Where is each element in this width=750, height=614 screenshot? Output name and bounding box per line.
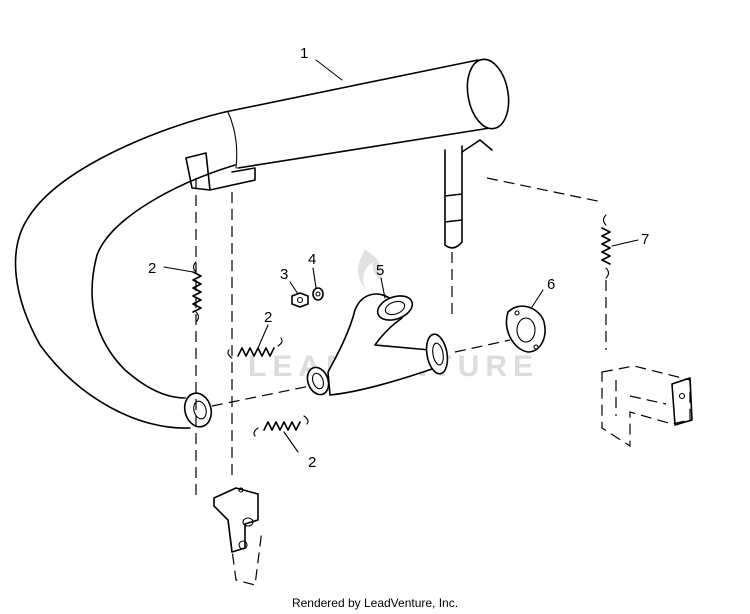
- alignment-lines: [195, 177, 607, 495]
- pipe-end-flange: [183, 392, 213, 428]
- spring-right: [601, 214, 611, 279]
- callout-4: 4: [308, 251, 316, 268]
- callout-2-left: 2: [148, 260, 156, 277]
- y-pipe-outlet: [306, 366, 330, 396]
- rear-mount-tube: [444, 145, 463, 249]
- spring-bottom: [253, 415, 309, 437]
- spring-middle: [227, 337, 283, 359]
- pipe-end-bore: [193, 400, 207, 420]
- leader-lines: [163, 59, 639, 453]
- frame-bracket-right: [601, 365, 693, 448]
- frame-bracket-left: [213, 487, 263, 586]
- flame-logo-icon: [358, 250, 382, 288]
- head-pipe-inner: [91, 164, 236, 399]
- muffler-end-cap: [466, 58, 510, 130]
- muffler-assembly: [14, 58, 510, 429]
- y-pipe-upper-flange: [376, 295, 414, 321]
- y-pipe: [306, 293, 449, 396]
- footer-credit: Rendered by LeadVenture, Inc.: [291, 596, 459, 610]
- rear-mount-tab: [461, 139, 493, 153]
- muffler-seam: [227, 111, 238, 169]
- washer: [312, 287, 324, 301]
- head-pipe-outer: [14, 111, 226, 429]
- gasket: [505, 305, 546, 353]
- callout-labels: 1 2 2 2 3 4 5 6 7: [148, 45, 649, 471]
- callout-7: 7: [641, 231, 649, 248]
- muffler-body: [224, 59, 491, 169]
- callout-1: 1: [300, 45, 308, 62]
- callout-2-bottom: 2: [308, 454, 316, 471]
- callout-5: 5: [376, 262, 384, 279]
- nut: [291, 292, 309, 308]
- callout-6: 6: [547, 276, 555, 293]
- y-pipe-right-flange: [425, 333, 449, 375]
- callout-2-middle: 2: [264, 309, 272, 326]
- y-pipe-body: [327, 293, 436, 396]
- spring-left: [192, 261, 202, 323]
- muffler-bracket: [185, 152, 256, 191]
- callout-3: 3: [280, 266, 288, 283]
